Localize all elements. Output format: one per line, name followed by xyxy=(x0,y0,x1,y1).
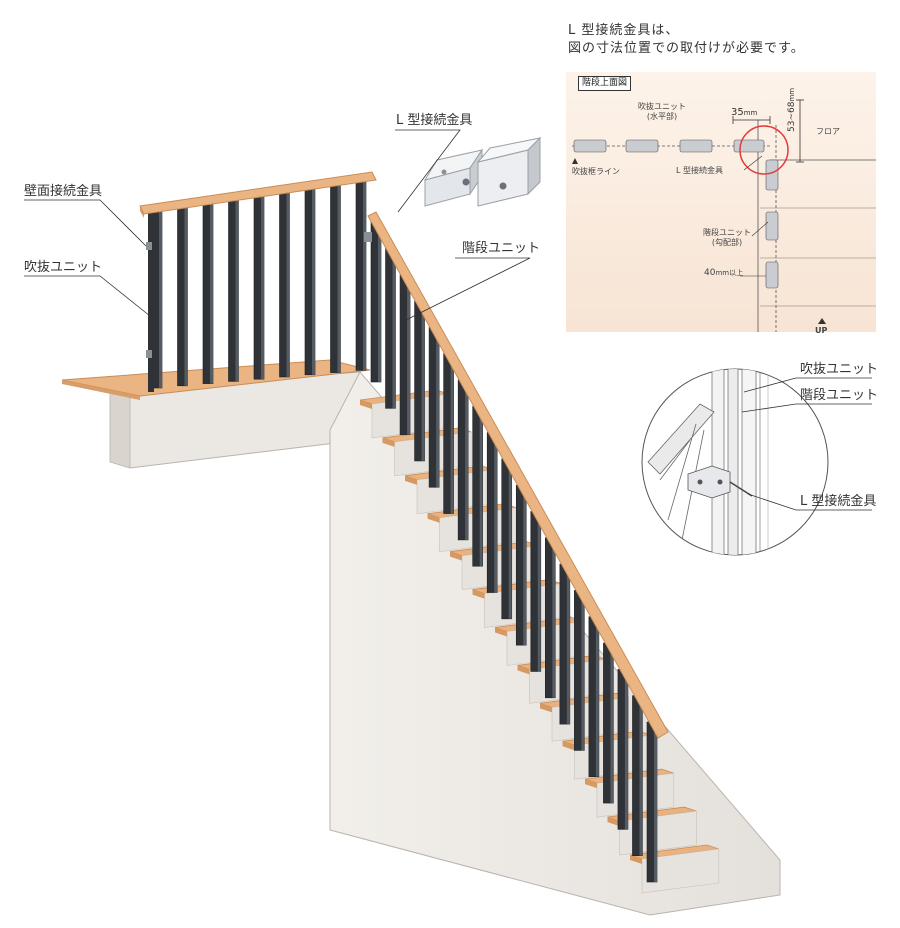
stair-baluster-highlight xyxy=(421,300,425,461)
stair-baluster-highlight xyxy=(639,695,643,856)
stair-baluster-highlight xyxy=(552,537,556,698)
stair-baluster-highlight xyxy=(537,511,541,672)
stair-baluster-highlight xyxy=(407,274,411,435)
stair-tread-edge xyxy=(585,779,597,789)
stair-baluster-highlight xyxy=(436,327,440,488)
l-bracket-product-icon xyxy=(423,136,542,207)
note-line-1: L 型接続金具は、 xyxy=(568,23,680,38)
plan-dim-53-68-value: 53~68 xyxy=(787,101,797,132)
landing-floor xyxy=(61,359,371,400)
detail-l-bracket: L 型接続金具 xyxy=(800,494,877,509)
plan-view xyxy=(566,72,876,332)
stair-baluster-highlight xyxy=(566,564,570,725)
stair-baluster-highlight xyxy=(508,458,512,619)
callout-stair-unit: 階段ユニット xyxy=(462,241,541,256)
stair-tread-edge xyxy=(630,855,642,864)
plan-l-bracket-label: L 型接続金具 xyxy=(676,166,723,175)
plan-fukinuke-unit-line1: 吹抜ユニット xyxy=(638,102,686,111)
plan-up-label: UP xyxy=(815,326,828,335)
stair-tread-edge xyxy=(405,475,417,485)
callout-fukinuke-unit: 吹抜ユニット xyxy=(24,260,103,275)
stair-tread-edge xyxy=(450,551,462,561)
plan-dim-35: 35mm xyxy=(731,107,757,119)
l-bracket-joint-icon xyxy=(364,232,372,242)
stair-tread-edge xyxy=(540,703,552,713)
detail-view xyxy=(641,368,872,556)
plan-title: 階段上面図 xyxy=(578,76,632,91)
stair-tread-edge xyxy=(472,589,485,599)
callout-l-bracket: L 型接続金具 xyxy=(396,113,473,128)
stair-baluster-highlight xyxy=(595,616,599,777)
landing-baluster-highlight xyxy=(363,179,366,371)
callout-leaders xyxy=(24,129,531,323)
plan-dim-40-value: 40 xyxy=(704,268,716,278)
stair-baluster-highlight xyxy=(523,485,527,646)
detail-fukinuke-unit: 吹抜ユニット xyxy=(800,362,879,377)
stair-baluster-highlight xyxy=(494,432,498,593)
note-line-2: 図の寸法位置での取付けが必要です。 xyxy=(568,41,805,56)
plan-stair-unit-line2: (勾配部) xyxy=(711,238,743,247)
stair-balusters xyxy=(370,221,658,883)
stair-baluster-highlight xyxy=(392,248,396,409)
plan-fukinuke-unit-line2: (水平部) xyxy=(646,112,678,121)
stair-tread-edge xyxy=(517,665,530,675)
landing-balusters xyxy=(148,179,367,392)
landing-baluster-highlight xyxy=(184,206,188,386)
stair-baluster-highlight xyxy=(654,722,657,882)
plan-dim-35-value: 35 xyxy=(731,107,744,118)
plan-dim-53-68-unit: mm xyxy=(788,87,796,102)
stair-tread-edge xyxy=(360,400,372,409)
landing-baluster-highlight xyxy=(210,202,213,384)
plan-floor-label: フロア xyxy=(816,127,840,136)
plan-dim-40-unit: mm以上 xyxy=(715,269,744,277)
stair-tread-edge xyxy=(427,513,440,523)
stair-tread-edge xyxy=(562,741,575,751)
landing-baluster-highlight xyxy=(286,191,290,377)
plan-fukinuke-line-label: 吹抜框ライン xyxy=(572,167,620,176)
stair-handrail xyxy=(367,211,669,739)
plan-dim-53-68: 53~68mm xyxy=(787,88,797,132)
landing-handrail xyxy=(139,171,377,218)
plan-fukinuke-unit-label: 吹抜ユニット (水平部) xyxy=(634,102,690,122)
stair-baluster-highlight xyxy=(581,590,585,751)
plan-stair-unit-line1: 階段ユニット xyxy=(703,228,751,237)
stair-riser xyxy=(641,848,720,894)
stair-baluster-highlight xyxy=(479,406,483,567)
landing-baluster-highlight xyxy=(159,210,162,388)
landing-end-post xyxy=(148,212,154,392)
plan-dim-35-unit: mm xyxy=(743,109,758,117)
stair-baluster-highlight xyxy=(465,379,469,540)
callout-wall-bracket: 壁面接続金具 xyxy=(24,184,103,199)
stair-tread-edge xyxy=(607,817,620,827)
stair-baluster-highlight xyxy=(610,643,614,804)
stair-baluster-highlight xyxy=(378,222,381,382)
landing-baluster-highlight xyxy=(337,183,341,373)
stair-baluster-highlight xyxy=(450,353,454,514)
landing-baluster-highlight xyxy=(312,187,315,375)
plan-dim-40: 40mm以上 xyxy=(704,268,743,278)
stair-tread-edge xyxy=(382,437,395,447)
stair-baluster-highlight xyxy=(624,669,628,830)
detail-stair-unit: 階段ユニット xyxy=(800,388,879,403)
landing-baluster-highlight xyxy=(261,194,264,380)
landing-baluster-highlight xyxy=(235,198,239,382)
stair-tread-edge xyxy=(495,627,507,637)
wall-bracket-icon xyxy=(146,242,152,358)
plan-stair-unit-label: 階段ユニット (勾配部) xyxy=(702,228,752,248)
